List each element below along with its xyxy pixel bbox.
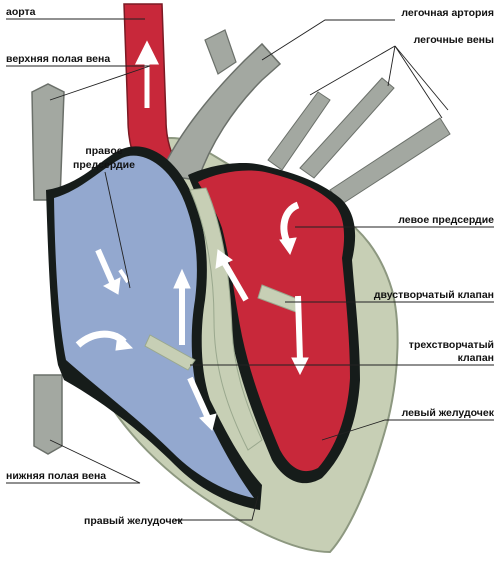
arrow-rv-down [187, 376, 211, 420]
label-pulmonary-artery: легочная артория [401, 7, 494, 19]
label-pulmonary-veins: легочные вены [414, 34, 494, 46]
label-aorta: аорта [6, 6, 36, 18]
label-right-ventricle: правый желудочек [84, 515, 183, 527]
leader-inferior-vena-cava [6, 439, 141, 484]
label-left-ventricle: левый желудочек [402, 407, 495, 419]
leader-pulmonary-veins-2 [394, 45, 449, 111]
label-left-atrium: левое предсердие [398, 214, 494, 226]
arrow-ra-2 [118, 268, 130, 284]
leader-right-atrium [104, 171, 131, 289]
leader-right-ventricle [175, 495, 259, 521]
arrow-rv-curve-head [115, 332, 134, 351]
label-mitral-valve: двустворчатый клапан [374, 289, 494, 301]
pulmonary-vein-2 [299, 77, 395, 179]
label-tricuspid-valve-line1: трехстворчатый [409, 339, 494, 351]
arrow-lv-down [295, 295, 303, 361]
aorta-arrow [134, 40, 160, 108]
superior-vena-cava [31, 83, 65, 201]
leader-left-ventricle [321, 419, 494, 441]
tricuspid-valve [144, 334, 196, 371]
leader-pulmonary-veins [309, 45, 443, 119]
arrow-rv-down-head [199, 413, 217, 431]
arrow-lv-up [221, 260, 249, 302]
pulmonary-veins-group [267, 77, 451, 205]
pulmonary-artery [158, 42, 282, 181]
label-superior-vena-cava: верхняя полая вена [6, 53, 110, 65]
arrow-ra-1-head [102, 277, 121, 295]
left-heart-cavity [198, 170, 350, 472]
arrow-lv-down-head [291, 357, 309, 376]
label-inferior-vena-cava: нижняя полая вена [6, 470, 106, 482]
arrow-ra-1 [95, 248, 115, 284]
arrow-la-curve-head [279, 237, 297, 256]
pulmonary-vein-1 [267, 91, 331, 171]
arrow-lv-up-head [215, 249, 233, 269]
leader-lines [6, 18, 494, 521]
pulmonary-artery-branch [204, 29, 237, 75]
leader-pulmonary-artery [261, 19, 395, 61]
flow-arrows [75, 201, 309, 431]
arrow-rv-up-head [173, 268, 191, 289]
label-tricuspid-valve-line2: клапан [458, 352, 494, 364]
leader-superior-vena-cava [6, 65, 151, 101]
label-right-atrium-line2: предсердие [73, 159, 135, 171]
inferior-vena-cava [33, 374, 63, 455]
label-right-atrium-line1: правое [85, 145, 122, 157]
